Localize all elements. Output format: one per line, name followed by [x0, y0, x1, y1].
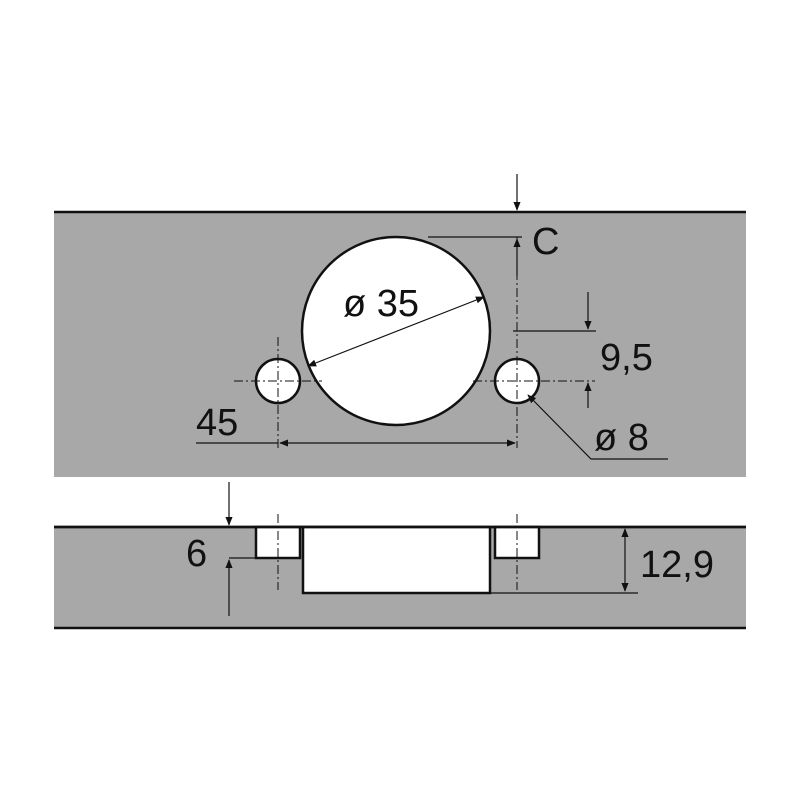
cup-diameter-line	[307, 296, 485, 367]
cup-bore-section	[301, 525, 492, 595]
side-view: 6 12,9	[54, 482, 746, 630]
edge-distance-label: C	[532, 221, 559, 263]
pilot-offset-dimension	[513, 292, 596, 408]
side-center-lines	[277, 514, 518, 590]
pilot-spacing-label: 45	[196, 402, 238, 444]
pilot-depth-label: 6	[186, 533, 207, 575]
pilot-depth-dimension	[225, 482, 258, 616]
pilot-diameter-leader	[527, 394, 668, 460]
pilot-diameter-label: ø 8	[594, 417, 649, 459]
c-dimension	[428, 174, 522, 276]
top-view: C ø 35 9,5 ø 8 45	[54, 174, 746, 477]
pilot-offset-label: 9,5	[600, 337, 653, 379]
cup-depth-dimension	[490, 528, 638, 594]
cup-depth-label: 12,9	[640, 544, 714, 586]
cup-diameter-label: ø 35	[343, 283, 419, 325]
